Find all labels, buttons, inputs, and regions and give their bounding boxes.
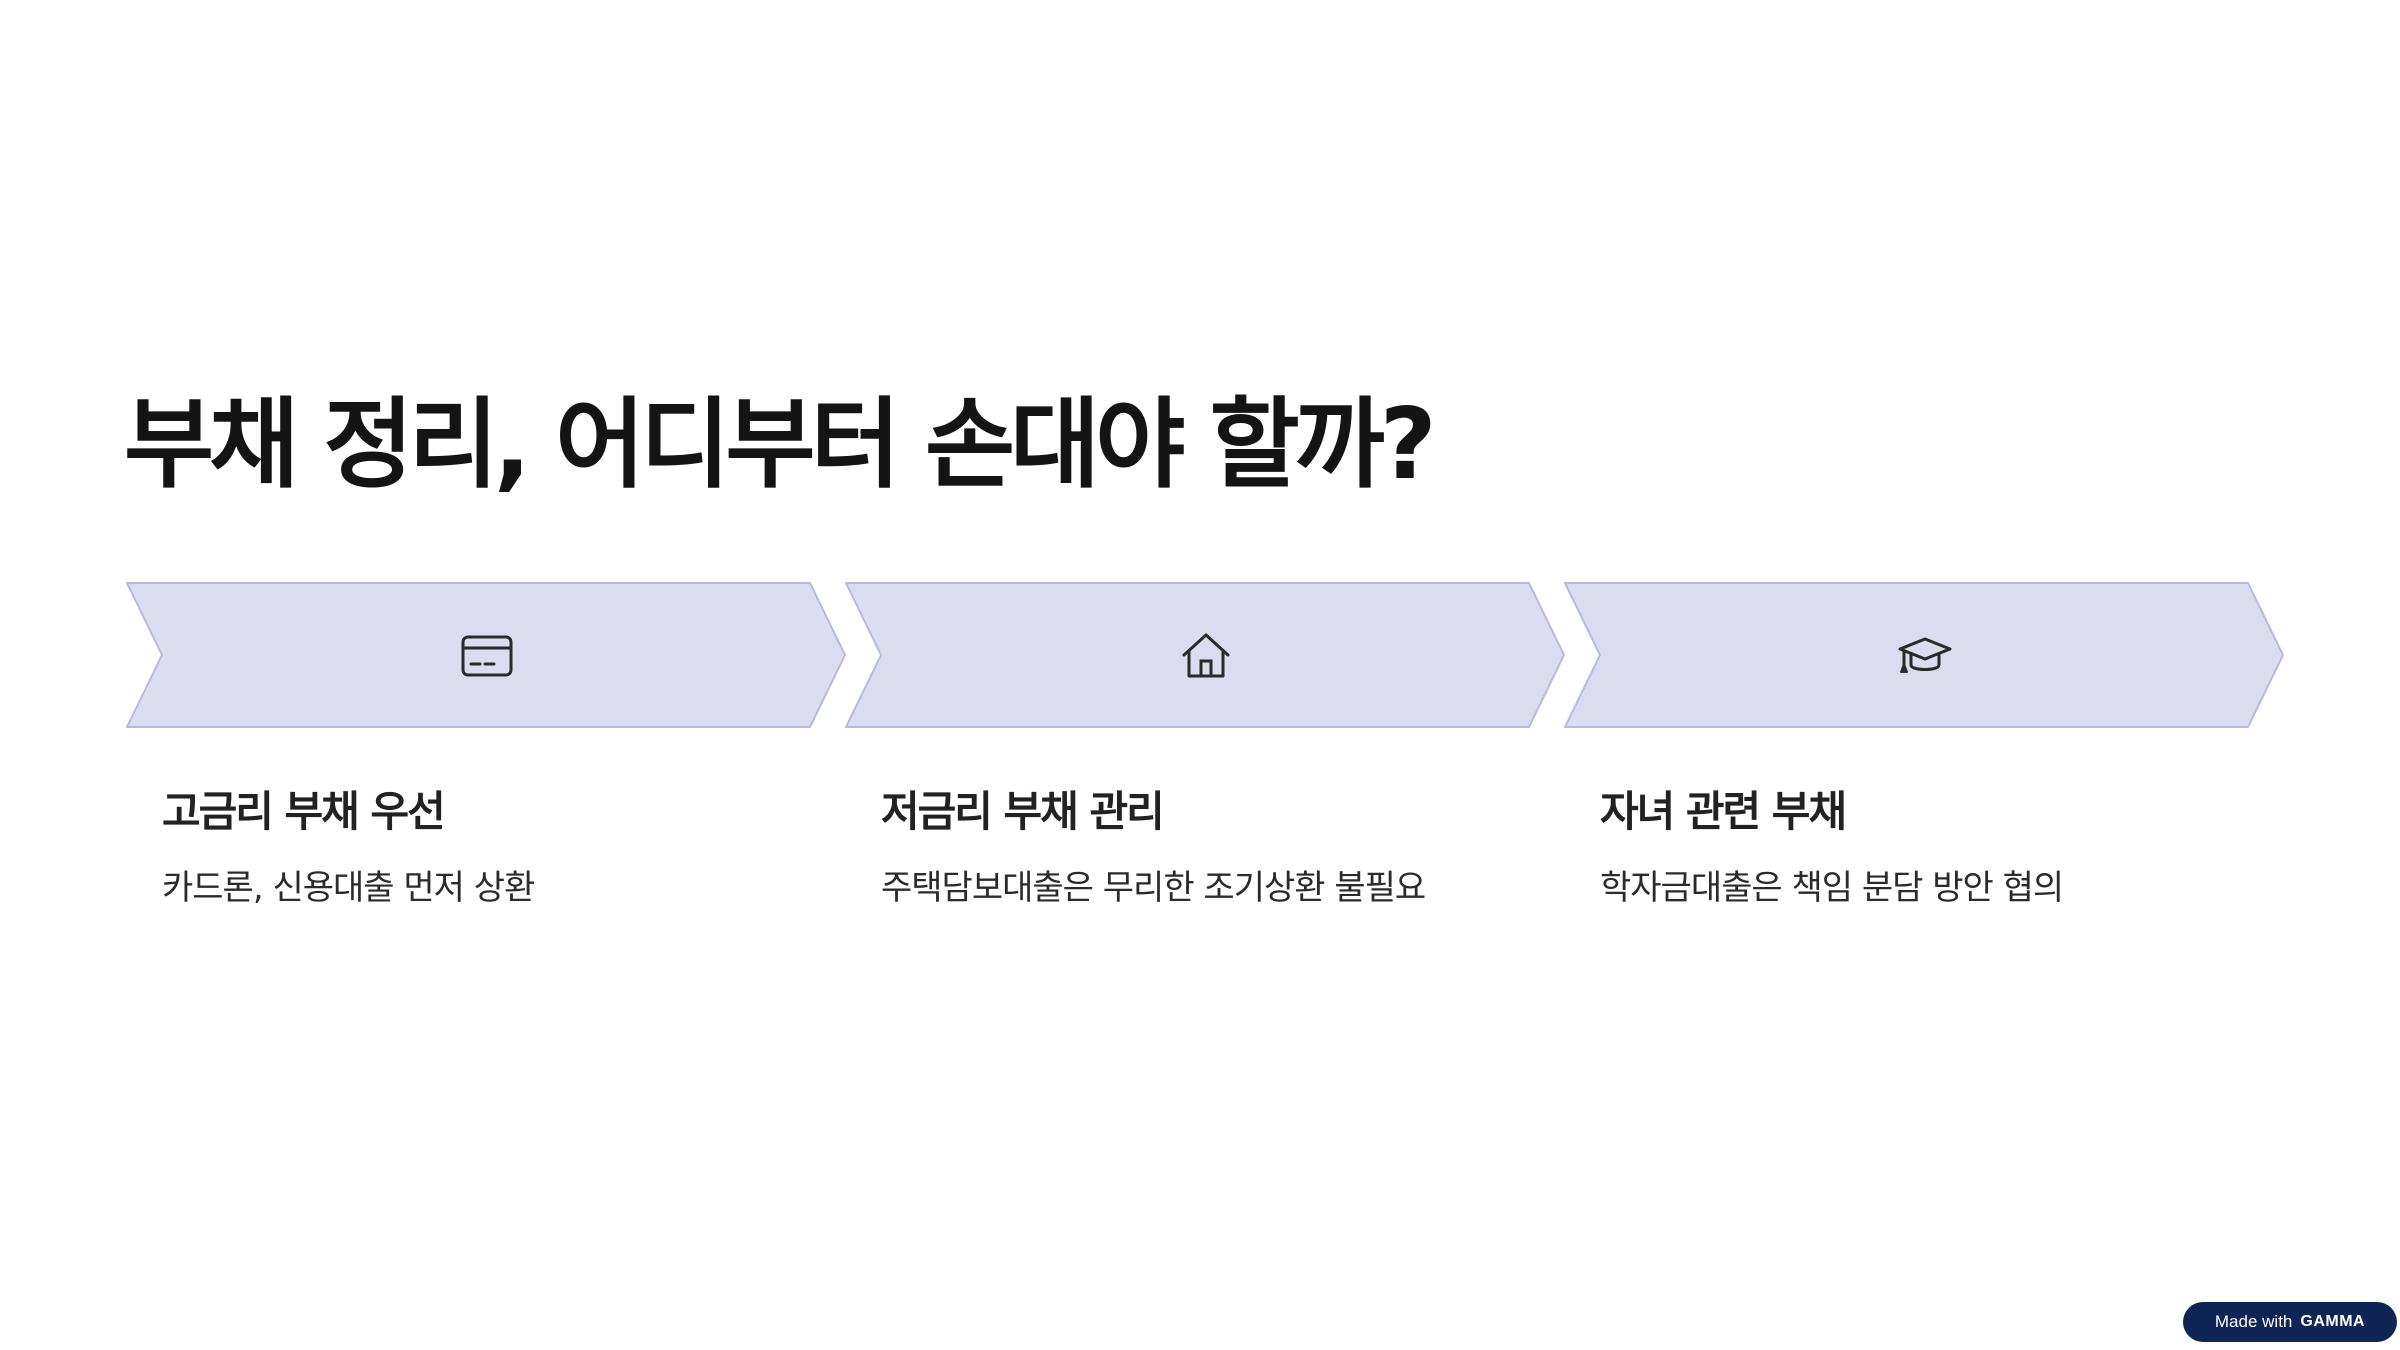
chevron-shape bbox=[1564, 582, 2284, 728]
step-1-heading: 고금리 부채 우선 bbox=[162, 787, 446, 836]
step-3-body: 학자금대출은 책임 분담 방안 협의 bbox=[1600, 868, 2064, 908]
graduation-cap-icon bbox=[1898, 637, 1952, 673]
badge-prefix: Made with bbox=[2214, 1312, 2293, 1331]
step-2-chevron bbox=[845, 582, 1565, 728]
credit-card-icon bbox=[461, 635, 513, 677]
chevron-shape bbox=[845, 582, 1565, 728]
step-1-body: 카드론, 신용대출 먼저 상환 bbox=[162, 868, 535, 908]
step-3-heading: 자녀 관련 부채 bbox=[1600, 787, 1847, 836]
step-2: 저금리 부채 관리 주택담보대출은 무리한 조기상환 불필요 bbox=[845, 582, 1565, 908]
chevron-shape bbox=[126, 582, 846, 728]
step-3-chevron bbox=[1564, 582, 2284, 728]
step-1: 고금리 부채 우선 카드론, 신용대출 먼저 상환 bbox=[126, 582, 846, 908]
made-with-gamma-badge[interactable]: Made with GAMMA bbox=[2183, 1302, 2397, 1342]
page-title: 부채 정리, 어디부터 손대야 할까? bbox=[124, 388, 1437, 502]
step-1-chevron bbox=[126, 582, 846, 728]
step-3: 자녀 관련 부채 학자금대출은 책임 분담 방안 협의 bbox=[1564, 582, 2284, 908]
step-2-heading: 저금리 부채 관리 bbox=[881, 787, 1165, 836]
house-icon bbox=[1182, 633, 1230, 678]
step-2-body: 주택담보대출은 무리한 조기상환 불필요 bbox=[881, 868, 1426, 908]
gamma-logo: GAMMA bbox=[2300, 1313, 2366, 1330]
